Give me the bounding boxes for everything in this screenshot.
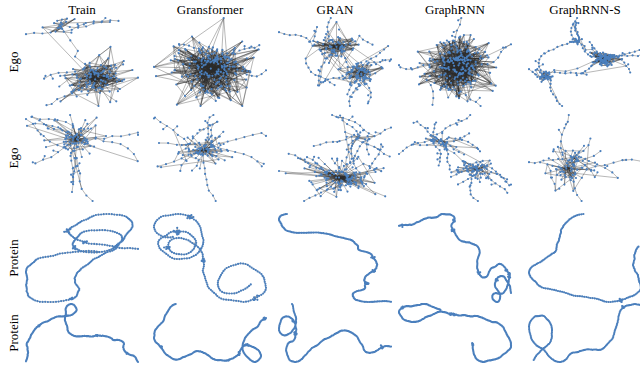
graph-nodes: [153, 213, 267, 303]
graph-edges: [399, 304, 511, 362]
row-label: Ego: [7, 148, 20, 169]
graph-edges: [26, 18, 138, 106]
graph-sample: [153, 303, 267, 363]
graph-nodes: [398, 213, 512, 303]
graph-nodes: [528, 114, 640, 202]
graph-sample: [25, 303, 139, 363]
graph-sample: [25, 213, 139, 303]
graph-edges: [154, 115, 266, 201]
graph-sample: [398, 114, 512, 202]
graph-nodes: [25, 303, 139, 363]
graph-sample: [528, 114, 640, 202]
graph-sample: [398, 17, 512, 107]
graph-edges: [529, 18, 640, 106]
graph-nodes: [398, 303, 512, 363]
graph-sample: [528, 303, 640, 363]
graph-sample: [25, 114, 139, 202]
graph-sample: [153, 213, 267, 303]
graph-nodes: [25, 114, 139, 202]
graph-sample: [153, 114, 267, 202]
graph-sample: [153, 17, 267, 107]
graph-edges: [399, 214, 511, 302]
column-header: GraphRNN-S: [549, 3, 621, 16]
graph-nodes: [278, 303, 392, 363]
graph-sample: [528, 213, 640, 303]
graph-nodes: [528, 213, 640, 303]
graph-nodes: [25, 213, 139, 303]
graph-nodes: [278, 213, 392, 303]
graph-nodes: [25, 17, 139, 107]
graph-nodes: [528, 17, 640, 107]
graph-edges: [26, 304, 138, 362]
graph-sample: [398, 303, 512, 363]
graph-nodes: [528, 303, 640, 363]
graph-nodes: [398, 17, 512, 107]
graph-edges: [529, 115, 640, 201]
graph-sample: [278, 303, 392, 363]
graph-sample: [25, 17, 139, 107]
graph-sample: [278, 213, 392, 303]
graph-nodes: [153, 303, 267, 363]
column-header: Gransformer: [177, 3, 243, 16]
graph-sample: [278, 17, 392, 107]
graph-nodes: [153, 17, 267, 107]
graph-nodes: [278, 17, 392, 107]
graph-sample: [398, 213, 512, 303]
row-label: Protein: [7, 239, 20, 277]
column-header: GraphRNN: [425, 3, 485, 16]
graph-edges: [399, 115, 511, 201]
graph-nodes: [398, 114, 512, 202]
column-header: Train: [68, 3, 96, 16]
row-label: Protein: [7, 314, 20, 352]
graph-nodes: [153, 114, 267, 202]
column-header: GRAN: [317, 3, 354, 16]
graph-sample: [528, 17, 640, 107]
graph-nodes: [278, 114, 392, 202]
row-label: Ego: [7, 52, 20, 73]
graph-sample: [278, 114, 392, 202]
